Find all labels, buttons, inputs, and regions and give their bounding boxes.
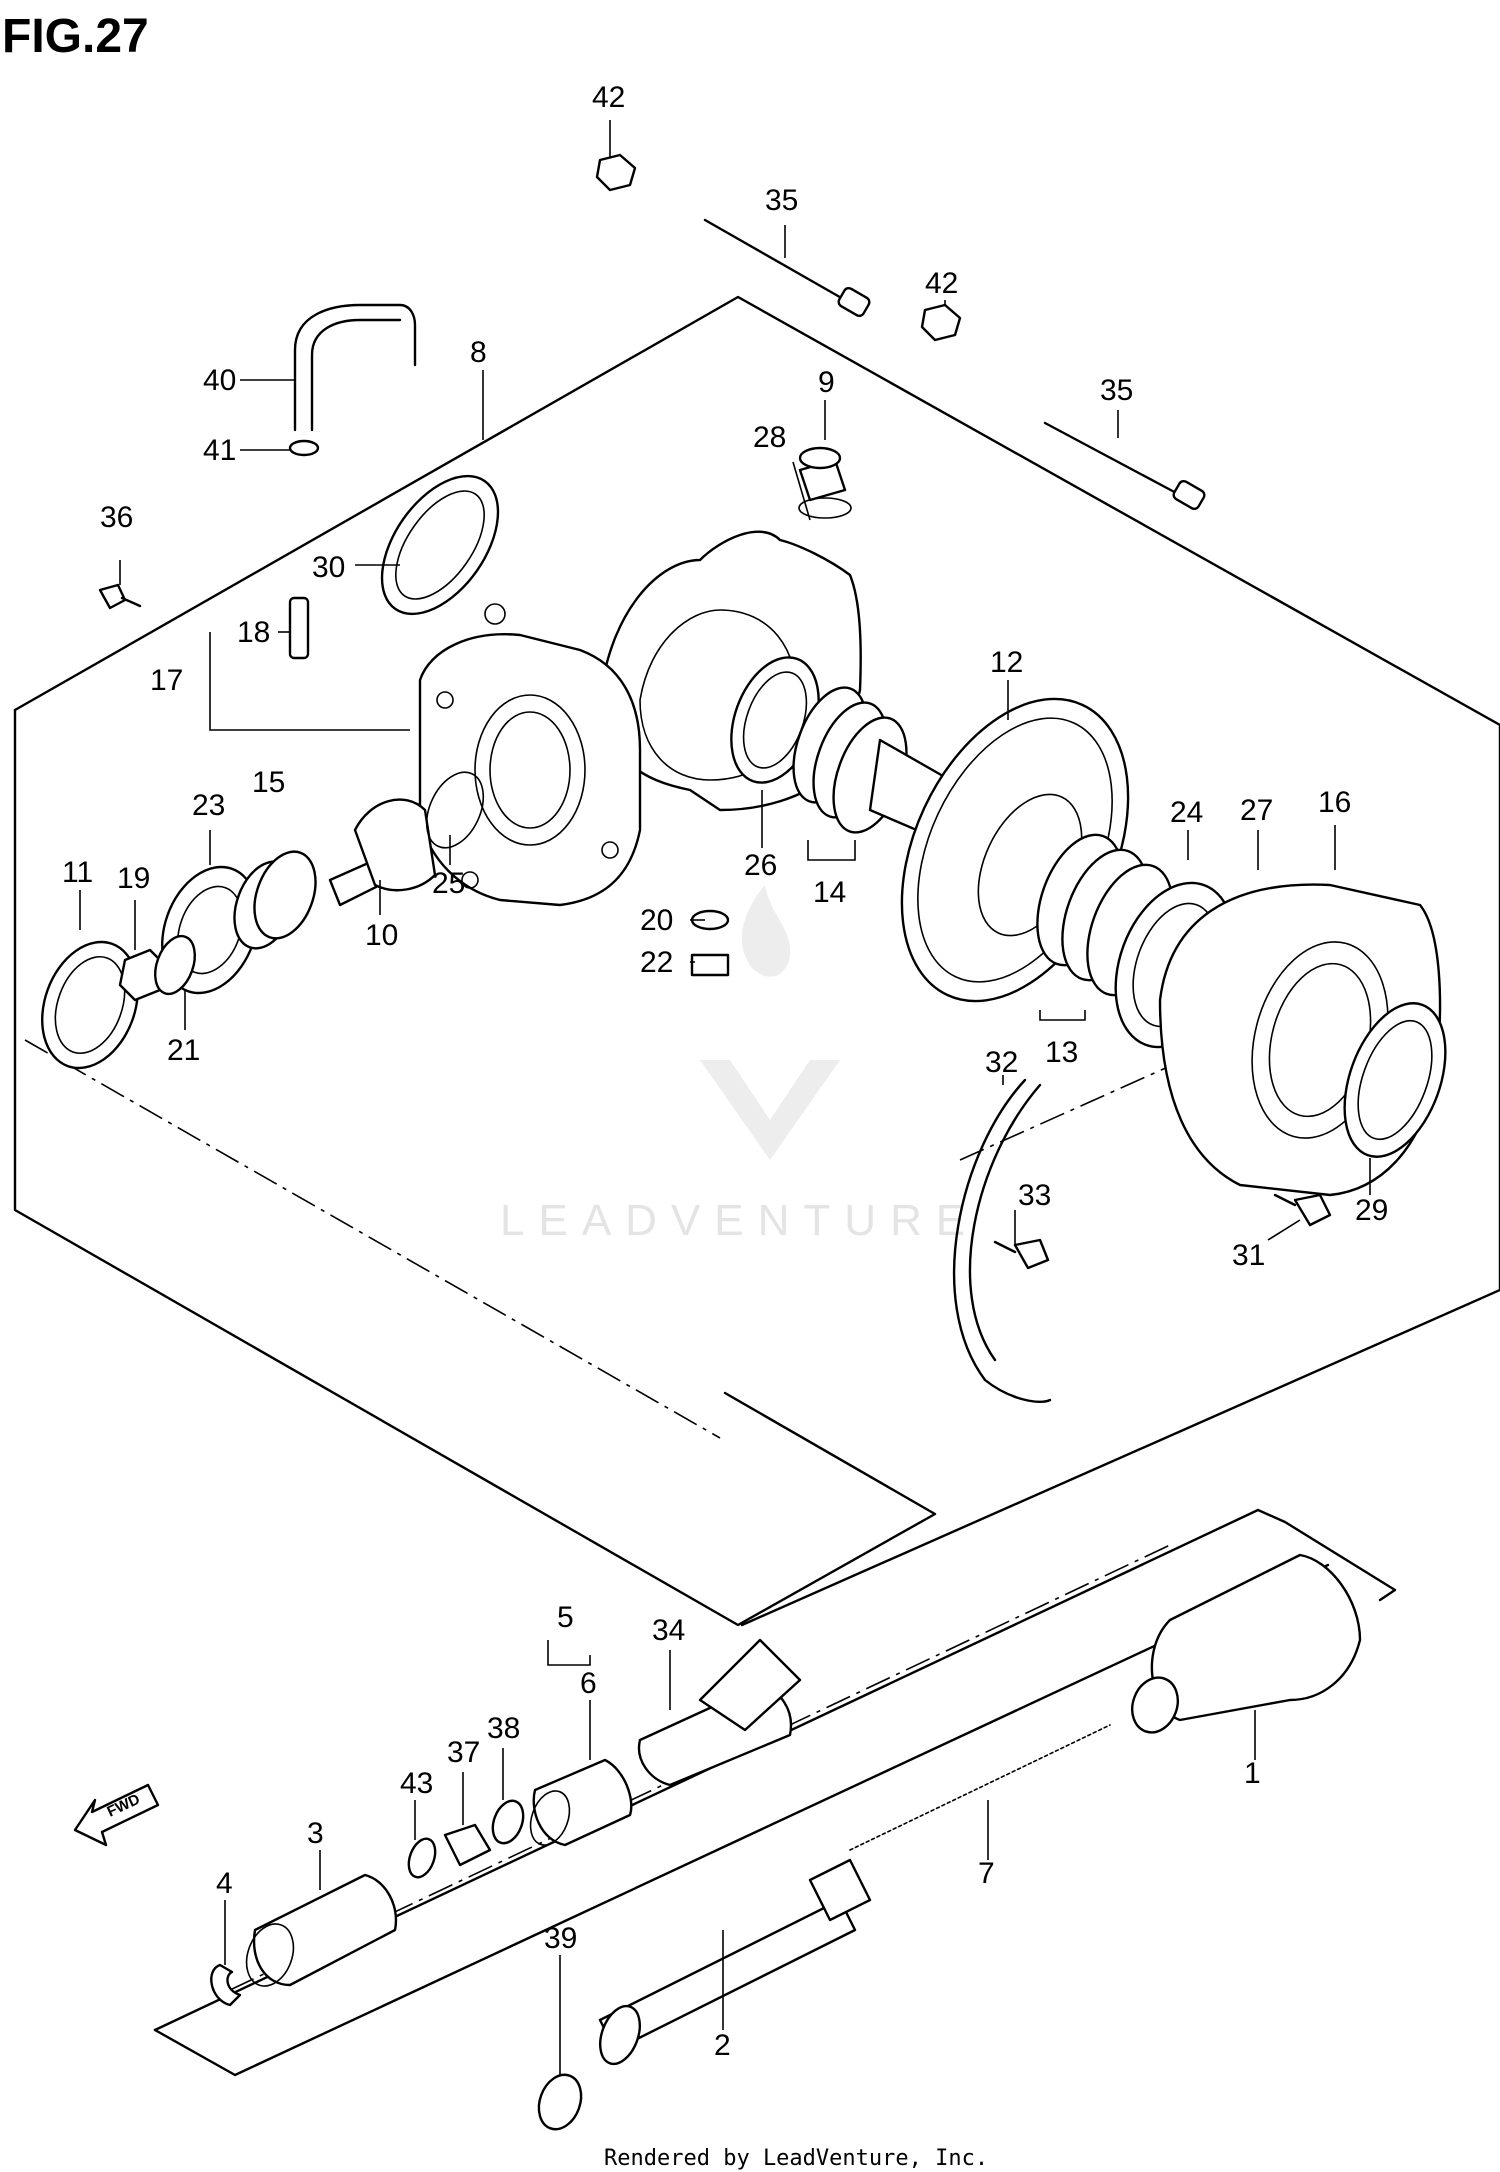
snap-ring-43 bbox=[407, 1837, 437, 1879]
washer-38 bbox=[491, 1799, 525, 1845]
callout-23: 23 bbox=[192, 789, 225, 822]
callout-4: 4 bbox=[216, 1867, 233, 1900]
callout-26: 26 bbox=[744, 849, 777, 882]
callout-39: 39 bbox=[544, 1922, 577, 1955]
washer-21 bbox=[154, 934, 196, 996]
callout-40: 40 bbox=[203, 364, 236, 397]
callout-37: 37 bbox=[447, 1736, 480, 1769]
watermark-text: LEADVENTURE bbox=[500, 1196, 979, 1245]
callout-18: 18 bbox=[237, 616, 270, 649]
oil-seal-30 bbox=[380, 474, 500, 616]
plug-22 bbox=[690, 953, 730, 977]
callout-35-right: 35 bbox=[1100, 374, 1133, 407]
gasket-32 bbox=[952, 1078, 1052, 1403]
oil-seal-29 bbox=[1343, 1002, 1447, 1158]
assembly-frame-right-axis bbox=[959, 989, 1341, 1161]
snap-ring-4 bbox=[210, 1963, 242, 2007]
callout-16: 16 bbox=[1318, 786, 1351, 819]
callout-32: 32 bbox=[985, 1046, 1018, 1079]
assembly-frame-upper-left bbox=[13, 708, 937, 1627]
render-credit: Rendered by LeadVenture, Inc. bbox=[604, 2146, 988, 2171]
callout-25: 25 bbox=[432, 867, 465, 900]
callout-34: 34 bbox=[652, 1614, 685, 1647]
watermark-logo bbox=[700, 885, 840, 1160]
callout-35-upper: 35 bbox=[765, 184, 798, 217]
callout-27: 27 bbox=[1240, 794, 1273, 827]
callout-labels: 1 2 3 4 5 6 7 8 9 10 11 12 13 14 15 16 1… bbox=[62, 81, 1388, 2062]
bolt-35-upper bbox=[703, 218, 871, 318]
callout-1: 1 bbox=[1244, 1757, 1261, 1790]
boot-1 bbox=[1131, 1553, 1362, 1734]
bolt-33 bbox=[993, 1238, 1050, 1270]
fitting-18 bbox=[288, 596, 310, 660]
callout-21: 21 bbox=[167, 1034, 200, 1067]
part-11 bbox=[41, 940, 139, 1070]
nut-42-right bbox=[920, 303, 962, 342]
breather-hose-40 bbox=[293, 303, 417, 432]
callout-31: 31 bbox=[1232, 1239, 1265, 1272]
callout-19: 19 bbox=[117, 862, 150, 895]
callout-3: 3 bbox=[307, 1817, 324, 1850]
callout-33: 33 bbox=[1018, 1179, 1051, 1212]
callout-41: 41 bbox=[203, 434, 236, 467]
sleeve-3 bbox=[245, 1873, 398, 1987]
shaft-frame bbox=[153, 1508, 1397, 2032]
part-37 bbox=[443, 1823, 492, 1867]
bolt-31 bbox=[1273, 1193, 1332, 1227]
callout-2: 2 bbox=[714, 2029, 731, 2062]
shaft-2 bbox=[598, 1858, 872, 2066]
leader-lines bbox=[79, 120, 1371, 2075]
shims-15 bbox=[233, 850, 317, 950]
coupling-5 bbox=[529, 1758, 633, 1847]
figure-title: FIG.27 bbox=[2, 10, 149, 63]
nut-42-upper bbox=[595, 153, 637, 192]
spring-7 bbox=[849, 1724, 1111, 1851]
bolt-36 bbox=[98, 583, 142, 610]
o-ring-39 bbox=[537, 2073, 583, 2131]
callout-13: 13 bbox=[1045, 1036, 1078, 1069]
callout-30: 30 bbox=[312, 551, 345, 584]
assembly-frame-upper bbox=[13, 295, 1500, 727]
assembly-frame-right bbox=[740, 723, 1500, 1627]
callout-38: 38 bbox=[487, 1712, 520, 1745]
callout-22: 22 bbox=[640, 946, 673, 979]
pinion-gear-10 bbox=[328, 771, 485, 907]
callout-36: 36 bbox=[100, 501, 133, 534]
bolt-35-right bbox=[1043, 421, 1206, 511]
callout-43: 43 bbox=[400, 1767, 433, 1800]
callout-11: 11 bbox=[62, 856, 93, 889]
shaft-34 bbox=[637, 1638, 802, 1787]
fwd-arrow: FWD bbox=[73, 1783, 160, 1847]
callout-12: 12 bbox=[990, 646, 1023, 679]
callout-8: 8 bbox=[470, 336, 487, 369]
clamp-41 bbox=[288, 439, 320, 457]
callout-15: 15 bbox=[252, 766, 285, 799]
callout-6: 6 bbox=[580, 1667, 597, 1700]
callout-28: 28 bbox=[753, 421, 786, 454]
callout-24: 24 bbox=[1170, 796, 1203, 829]
callout-10: 10 bbox=[365, 919, 398, 952]
callout-7: 7 bbox=[978, 1857, 995, 1890]
callout-42-upper: 42 bbox=[592, 81, 625, 114]
callout-5: 5 bbox=[557, 1601, 574, 1634]
assembly-frame-left-axis bbox=[24, 1039, 721, 1439]
shaft-frame-lower bbox=[153, 1563, 1330, 2077]
callout-14: 14 bbox=[813, 876, 846, 909]
callout-42-right: 42 bbox=[925, 267, 958, 300]
callout-20: 20 bbox=[640, 904, 673, 937]
callout-9: 9 bbox=[818, 366, 835, 399]
callout-17: 17 bbox=[150, 664, 183, 697]
callout-29: 29 bbox=[1355, 1194, 1388, 1227]
plug-9 bbox=[798, 446, 852, 519]
